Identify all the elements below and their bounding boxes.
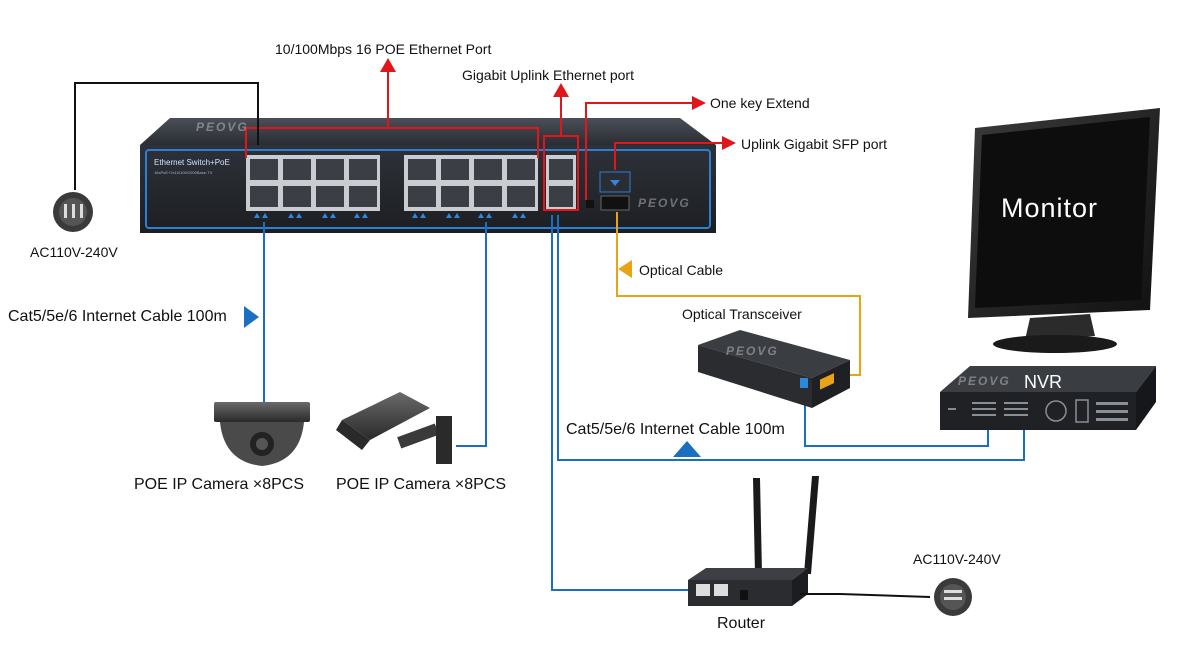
nvr-device [940,366,1156,430]
label-poe-ports: 10/100Mbps 16 POE Ethernet Port [275,41,492,57]
switch-subtitle: 16xPoE+2x10/100/1000Base-TX [154,170,213,175]
monitor-device [968,108,1160,353]
switch-title: Ethernet Switch+PoE [154,158,230,167]
dome-camera [214,402,310,466]
right-power [800,578,972,616]
red-callouts [245,70,723,211]
poe-bracket [245,127,539,158]
port-leds [254,213,526,218]
extend-switch [586,200,594,208]
rj45-ports [250,159,573,207]
switch-trim [145,149,711,229]
orange-arrow-icon [618,260,632,278]
switch-top [140,118,716,145]
label-nvr: NVR [1024,372,1063,392]
label-optical-cable: Optical Cable [639,262,724,278]
label-sfp-port: Uplink Gigabit SFP port [741,136,888,152]
label-gigabit-uplink: Gigabit Uplink Ethernet port [462,67,634,83]
label-power-left: AC110V-240V [30,244,118,260]
label-cable-left: Cat5/5e/6 Internet Cable 100m [8,308,227,325]
left-power [53,82,259,232]
label-router: Router [717,615,766,632]
label-one-key-extend: One key Extend [710,95,810,111]
sfp-slot [600,195,630,211]
label-monitor: Monitor [1001,193,1099,223]
poe-switch [140,118,716,233]
switch-brand: PEOVG [196,120,249,134]
optical-transceiver-device [698,330,850,408]
nvr-brand: PEOVG [958,374,1011,388]
blue-cables [263,215,1025,591]
optical-cable [616,212,861,376]
router-device [688,476,819,606]
label-cable-right: Cat5/5e/6 Internet Cable 100m [566,421,785,438]
red-arrow-icon [380,58,736,150]
label-power-right: AC110V-240V [913,551,1001,567]
label-optical-transceiver: Optical Transceiver [682,306,802,322]
label-camera-dome: POE IP Camera ×8PCS [134,476,304,493]
label-camera-bullet: POE IP Camera ×8PCS [336,476,506,493]
bullet-camera [336,392,452,464]
blue-arrow-icon [244,306,701,457]
transceiver-brand: PEOVG [726,344,779,358]
switch-brand-front: PEOVG [638,196,691,210]
